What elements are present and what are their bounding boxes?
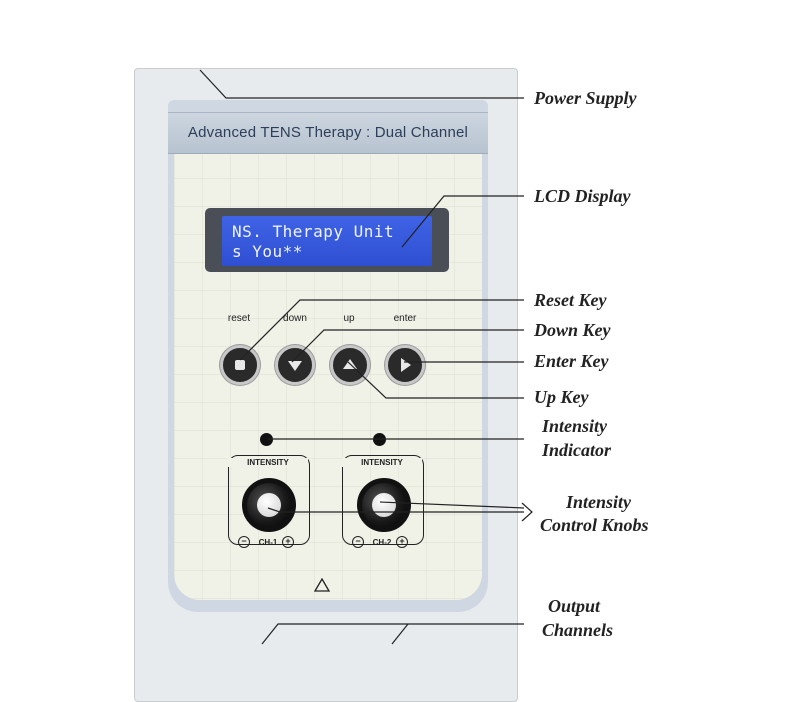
enter-key-label: enter [393,313,417,324]
ch2-panel-outline [342,455,424,545]
callout-lcd-display: LCD Display [534,186,631,206]
callout-enter-key: Enter Key [534,351,609,371]
callout-intensity-indicator-line1: Intensity [542,416,608,436]
reset-key[interactable] [220,345,260,385]
device-title: Advanced TENS Therapy : Dual Channel [187,124,469,141]
ch1-panel-outline [228,455,310,545]
leader-power-supply [199,69,524,99]
ch2-intensity-title: INTENSITY [342,458,422,467]
leader-reset-key [239,299,524,361]
leader-down-key [291,329,524,363]
ch1-plus-symbol: + [282,536,294,548]
callout-reset-key: Reset Key [534,290,607,310]
callout-down-key: Down Key [534,320,611,340]
up-key[interactable] [330,345,370,385]
reset-key-label: reset [227,313,251,324]
device-title-bar: Advanced TENS Therapy : Dual Channel [168,112,488,154]
callout-intensity-indicator-line2: Indicator [542,440,612,460]
lcd-line-2: s You** [232,242,303,261]
leader-knob-2 [379,501,525,509]
ch2-intensity-knob[interactable] [357,478,411,532]
warning-triangle-icon [314,578,330,592]
stop-icon [235,360,245,370]
ch1-intensity-title: INTENSITY [228,458,308,467]
chevron-right-icon [401,358,411,372]
leader-up-key [347,361,524,399]
intensity-indicator-ch1 [260,433,273,446]
enter-key[interactable] [385,345,425,385]
leader-output-2 [391,623,409,645]
chevron-down-icon [288,361,302,371]
leader-knob-brace [521,502,533,522]
callout-intensity-knobs-line1: Intensity [566,492,632,512]
leader-output-1 [261,623,524,645]
lcd-line-1: NS. Therapy Unit [232,222,395,241]
callout-power-supply: Power Supply [534,88,637,108]
up-key-label: up [343,313,355,324]
down-key[interactable] [275,345,315,385]
ch2-minus-symbol: − [352,536,364,548]
ch1-intensity-knob[interactable] [242,478,296,532]
callout-intensity-knobs-line2: Control Knobs [540,515,649,535]
leader-knob-1 [267,507,524,513]
down-key-label: down [283,313,307,324]
lcd-display: NS. Therapy Unit s You** [222,216,432,266]
leader-lcd-display [401,195,524,248]
ch2-plus-symbol: + [396,536,408,548]
ch1-minus-symbol: − [238,536,250,548]
callout-output-channels-line2: Channels [542,620,614,640]
callout-up-key: Up Key [534,387,589,407]
callout-output-channels-line1: Output [548,596,601,616]
ch1-label: CH-1 [258,538,278,547]
ch2-label: CH-2 [372,538,392,547]
